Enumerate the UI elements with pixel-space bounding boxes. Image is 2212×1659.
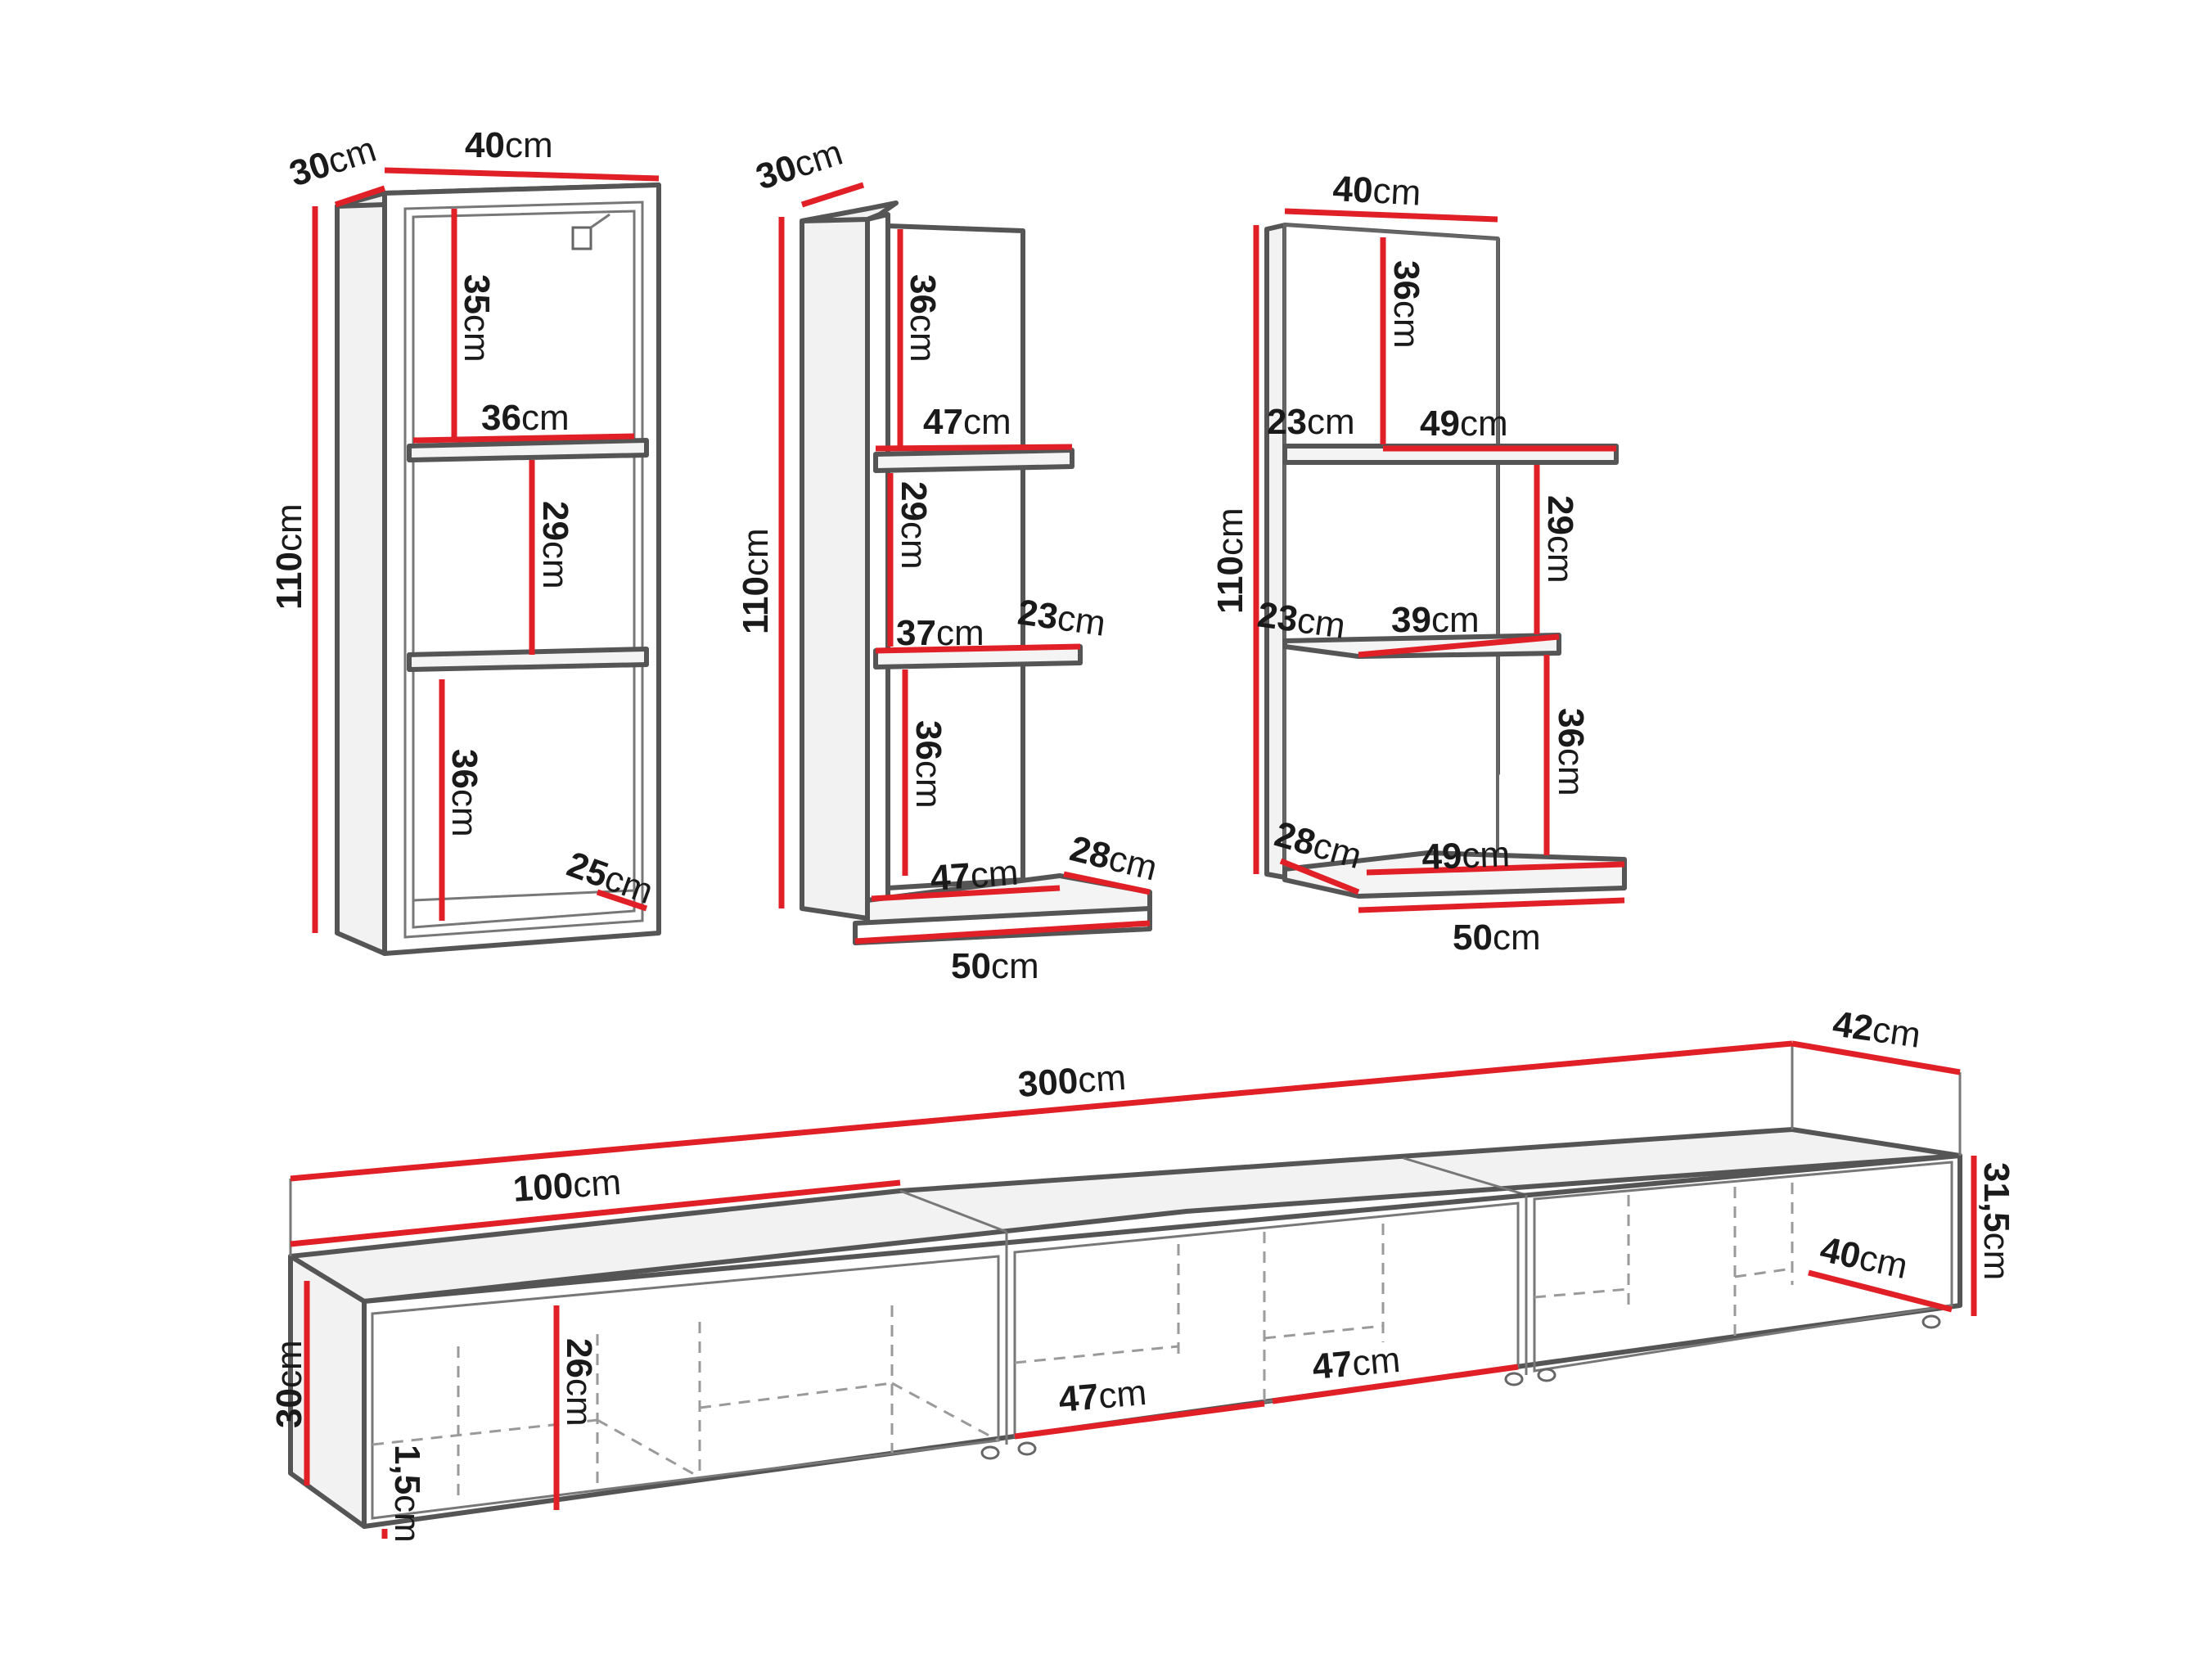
label-middle-compartment-height: 29cm <box>1540 495 1580 584</box>
label-base-width: 50cm <box>951 946 1039 986</box>
dim-line-depth <box>1791 1040 1961 1075</box>
label-compartment-depth: 40cm <box>1817 1229 1911 1287</box>
dim-line-bottom-shelf-width <box>871 885 1061 902</box>
label-lower-compartment-height: 36cm <box>908 720 948 809</box>
dim-line-upper-shelf-width <box>412 433 635 444</box>
dim-line-depth <box>334 185 386 208</box>
dim-line-base-width <box>854 920 1151 944</box>
dim-line-total-width <box>290 1040 1793 1182</box>
glass-cabinet <box>335 183 661 956</box>
dim-line-width <box>1284 208 1498 223</box>
label-width: 40cm <box>465 125 553 165</box>
label-bottom-shelf-width: 49cm <box>1421 834 1511 877</box>
label-base-width: 50cm <box>1453 917 1541 958</box>
glass-cabinet-dimension-lines <box>312 167 660 933</box>
label-top-height: 31,5cm <box>1976 1162 2016 1280</box>
dim-line-base-depth <box>596 889 648 912</box>
label-compartment-width-2: 47cm <box>1311 1340 1402 1387</box>
dim-line-base-width <box>1358 897 1625 913</box>
label-upper-compartment-height: 35cm <box>457 274 497 363</box>
label-height: 110cm <box>1210 507 1250 614</box>
label-upper-shelf-depth: 23cm <box>1267 402 1355 442</box>
label-middle-compartment-height: 29cm <box>894 481 934 570</box>
label-bottom-shelf-width: 47cm <box>929 853 1020 899</box>
right-shelf-unit-dimension-lines <box>1253 208 1625 913</box>
label-middle-compartment-height: 29cm <box>535 501 575 589</box>
dim-line-compartment-width-2 <box>1272 1364 1519 1404</box>
tv-bench <box>288 1046 1962 1529</box>
label-module-width: 100cm <box>511 1162 622 1210</box>
label-total-width: 300cm <box>1016 1057 1127 1105</box>
left-shelf-unit-dimension-lines <box>778 182 1151 944</box>
label-upper-compartment-height: 36cm <box>903 274 943 363</box>
dim-line-bottom-shelf-depth <box>1279 858 1360 895</box>
tv-bench-dimension-lines <box>290 1040 1977 1539</box>
dim-line-middle-shelf-width <box>875 643 1081 654</box>
label-middle-shelf-depth: 23cm <box>1255 594 1348 646</box>
label-middle-shelf-depth: 23cm <box>1016 592 1108 643</box>
label-compartment-width-1: 47cm <box>1057 1373 1148 1420</box>
label-lower-compartment-height: 36cm <box>444 749 484 837</box>
tv-bench-labels: 300cm 42cm 31,5cm 100cm 30cm 26cm 1,5cm … <box>269 1003 2016 1542</box>
label-compartment-height: 26cm <box>559 1338 599 1427</box>
label-middle-shelf-width: 39cm <box>1391 600 1480 640</box>
dim-line-compartment-width-1 <box>1014 1400 1265 1440</box>
label-bottom-thickness: 1,5cm <box>387 1445 427 1543</box>
left-shelf-unit <box>800 201 1152 945</box>
label-upper-compartment-height: 36cm <box>1386 260 1426 349</box>
label-middle-shelf-width: 37cm <box>896 613 984 653</box>
dim-line-middle-shelf-width <box>1358 633 1560 658</box>
label-height: 110cm <box>269 503 309 610</box>
label-upper-shelf-width: 47cm <box>923 402 1011 442</box>
label-upper-shelf-width: 49cm <box>1420 403 1508 444</box>
right-shelf-unit-labels: 40cm 110cm 36cm 23cm 49cm 29cm 23cm 39cm… <box>1210 169 1591 958</box>
dim-line-depth <box>800 182 865 208</box>
dim-line-bottom-shelf-depth <box>1063 871 1151 895</box>
glass-cabinet-labels: 30cm 40cm 110cm 35cm 36cm 29cm 36cm 25cm <box>269 125 658 912</box>
label-width: 40cm <box>1331 169 1421 214</box>
dim-line-compartment-depth <box>1808 1269 1953 1313</box>
label-height: 30cm <box>269 1340 309 1428</box>
label-height: 110cm <box>736 528 776 634</box>
dim-line-width <box>384 167 660 182</box>
label-depth: 30cm <box>285 129 381 195</box>
right-shelf-unit <box>1264 223 1627 899</box>
label-depth: 42cm <box>1831 1003 1923 1055</box>
dim-line-module-width <box>290 1179 901 1247</box>
label-upper-shelf-width: 36cm <box>481 398 570 438</box>
label-lower-compartment-height: 36cm <box>1551 708 1591 796</box>
label-depth: 30cm <box>751 133 847 198</box>
dim-line-upper-shelf-width <box>875 444 1073 452</box>
dim-line-bottom-shelf-width <box>1366 861 1625 876</box>
